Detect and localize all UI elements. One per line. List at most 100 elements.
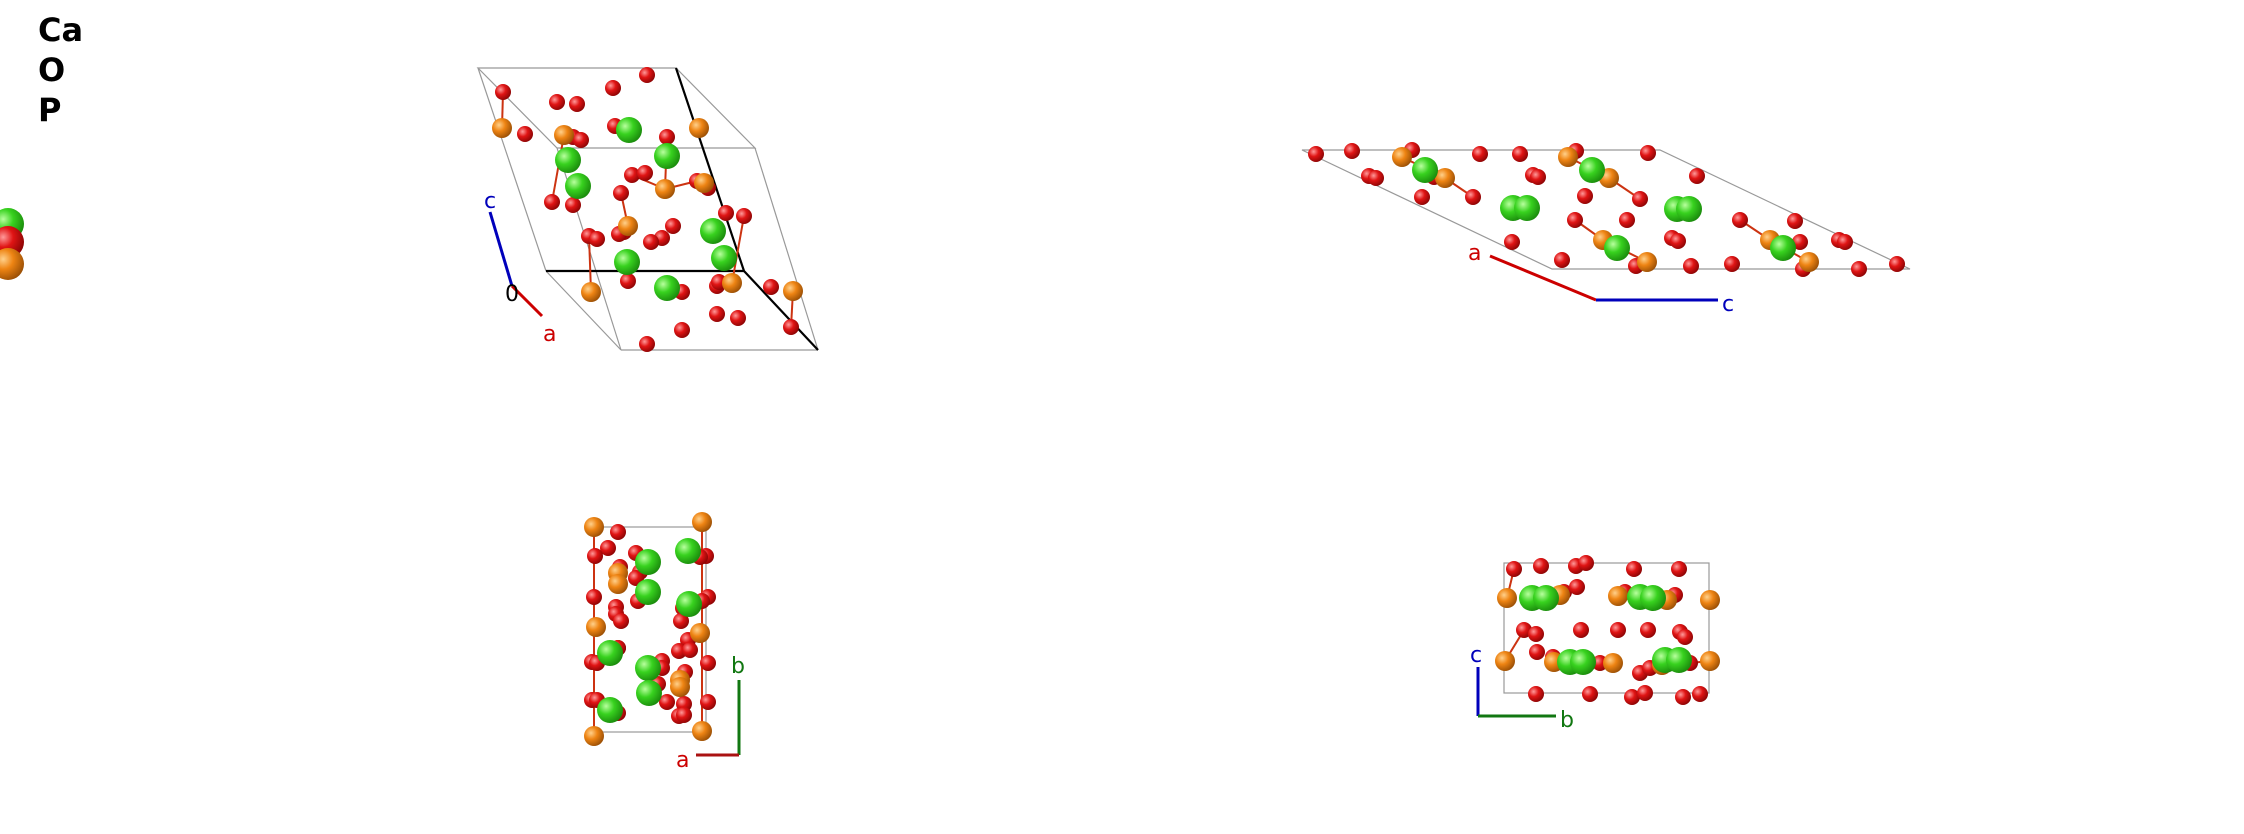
o-atom — [1472, 146, 1488, 162]
ca-atom — [635, 655, 661, 681]
o-atom — [700, 655, 716, 671]
axis-origin-label: 0 — [505, 282, 519, 307]
o-atom — [1578, 555, 1594, 571]
ca-atom — [635, 549, 661, 575]
p-atom — [586, 617, 606, 637]
bond — [731, 215, 745, 284]
o-atom — [1465, 189, 1481, 205]
o-atom — [1624, 689, 1640, 705]
ca-atom — [616, 117, 642, 143]
o-atom — [1889, 256, 1905, 272]
p-atom — [690, 623, 710, 643]
o-atom — [1368, 170, 1384, 186]
o-atom — [736, 208, 752, 224]
p-atom — [694, 173, 714, 193]
p-atom — [581, 282, 601, 302]
atoms — [1308, 142, 1905, 277]
p-atom — [584, 517, 604, 537]
unit-cell — [476, 67, 819, 351]
o-atom — [1619, 212, 1635, 228]
axis-a-line — [510, 284, 544, 318]
view-a-b: b a — [584, 512, 745, 773]
o-atom — [718, 205, 734, 221]
ca-atom — [700, 218, 726, 244]
o-atom — [1506, 561, 1522, 577]
ca-atom — [654, 275, 680, 301]
ca-atom — [1570, 649, 1596, 675]
p-atom — [1435, 168, 1455, 188]
o-atom — [1670, 233, 1686, 249]
p-atom — [584, 726, 604, 746]
p-atom — [1700, 590, 1720, 610]
o-atom — [643, 234, 659, 250]
unit-cell-front-edges — [546, 67, 819, 351]
o-atom — [1414, 189, 1430, 205]
o-atom — [1640, 145, 1656, 161]
ca-atom — [1533, 585, 1559, 611]
o-atom — [620, 273, 636, 289]
axis-indicator: c b — [1470, 643, 1574, 733]
ca-atom — [614, 249, 640, 275]
o-atom — [1640, 622, 1656, 638]
o-atom — [1787, 213, 1803, 229]
axis-indicator: a c — [1468, 241, 1734, 317]
o-atom — [1675, 689, 1691, 705]
o-atom — [763, 279, 779, 295]
ca-atom — [1666, 647, 1692, 673]
p-atom — [618, 216, 638, 236]
o-atom — [1792, 234, 1808, 250]
p-atom — [554, 125, 574, 145]
ca-atom — [636, 680, 662, 706]
o-atom — [1533, 558, 1549, 574]
legend-label-p: P — [38, 91, 62, 129]
o-atom — [1308, 146, 1324, 162]
o-atom — [1677, 629, 1693, 645]
p-atom — [1799, 252, 1819, 272]
p-atom — [692, 512, 712, 532]
o-atom — [709, 306, 725, 322]
o-atom — [624, 167, 640, 183]
o-atom — [1626, 561, 1642, 577]
o-atom — [1344, 143, 1360, 159]
p-atom — [689, 118, 709, 138]
o-atom — [544, 194, 560, 210]
o-atom — [1689, 168, 1705, 184]
axis-a-label: a — [676, 748, 689, 773]
axis-c-line — [488, 211, 514, 287]
legend-label-o: O — [38, 51, 66, 89]
o-atom — [565, 197, 581, 213]
o-atom — [613, 185, 629, 201]
o-atom — [1512, 146, 1528, 162]
legend-label-ca: Ca — [38, 11, 84, 49]
axis-b-label: b — [731, 654, 745, 679]
axis-a-label: a — [1468, 241, 1481, 266]
p-atom — [1497, 588, 1517, 608]
o-atom — [1573, 622, 1589, 638]
o-atom — [1724, 256, 1740, 272]
o-atom — [673, 613, 689, 629]
o-atom — [605, 80, 621, 96]
axis-indicator: c 0 a — [484, 189, 556, 347]
o-atom — [1692, 686, 1708, 702]
o-atom — [517, 126, 533, 142]
o-atom — [682, 642, 698, 658]
p-atom — [1603, 653, 1623, 673]
o-atom — [1528, 686, 1544, 702]
axis-b-label: b — [1560, 708, 1574, 733]
ca-atom — [597, 640, 623, 666]
o-atom — [495, 84, 511, 100]
p-atom — [722, 273, 742, 293]
o-atom — [676, 707, 692, 723]
atoms — [492, 67, 803, 352]
legend-sphere-p — [0, 248, 24, 280]
o-atom — [700, 694, 716, 710]
ca-atom — [597, 697, 623, 723]
o-atom — [659, 129, 675, 145]
p-atom — [608, 574, 628, 594]
unit-cell — [1503, 562, 1710, 694]
ca-atom — [1640, 585, 1666, 611]
axis-c-label: c — [484, 189, 496, 214]
o-atom — [600, 540, 616, 556]
